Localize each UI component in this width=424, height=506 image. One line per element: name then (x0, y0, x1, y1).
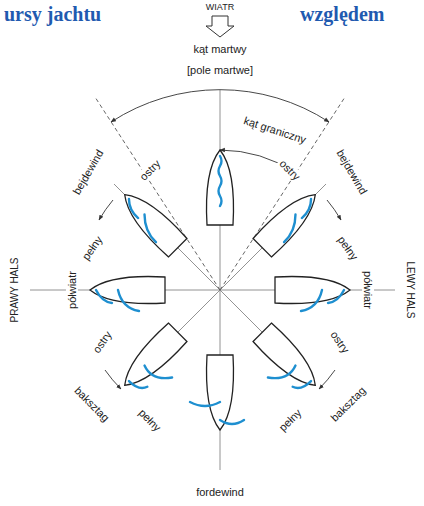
boat-beam-reach (90, 276, 165, 311)
dead-angle-arc (111, 90, 329, 122)
course-variant-label: pełny (135, 405, 165, 435)
course-variant-label: ostry (327, 327, 353, 357)
title-fragment: względem (298, 3, 386, 25)
tack-label: PRAWY HALS (9, 255, 20, 324)
wind-label: WIATR (204, 3, 236, 13)
course-label: baksztag (327, 383, 370, 426)
course-variant-label: pełny (275, 405, 305, 435)
boat-running (190, 355, 244, 430)
dead-zone-boundary (95, 97, 345, 290)
course-label: bejdewind (69, 146, 106, 198)
course-label: baksztag (71, 383, 114, 426)
zone-label: [pole martwe] (185, 64, 255, 76)
boat-broad-reach (115, 323, 197, 405)
boat-in-irons (206, 150, 233, 225)
course-variant-label: ostry (89, 327, 115, 357)
course-label: fordewind (194, 486, 246, 498)
course-label: półwiatr (66, 269, 78, 311)
boat-close-hauled (253, 185, 325, 257)
boats (90, 150, 350, 430)
title-fragment: ursy jachtu (2, 3, 103, 25)
course-label: półwiatr (362, 269, 374, 311)
course-variant-label: ostry (276, 156, 304, 184)
boat-beam-reach (275, 276, 350, 311)
angle-label: kąt martwy (191, 43, 248, 55)
course-variant-label: pełny (334, 232, 361, 264)
boat-close-hauled (115, 185, 187, 257)
angle-label: kąt graniczny (240, 114, 309, 147)
tack-label: LEWY HALS (405, 259, 416, 320)
course-label: bejdewind (333, 146, 370, 198)
wind-arrow (206, 16, 234, 37)
boat-broad-reach (242, 323, 324, 405)
course-spokes (30, 90, 395, 470)
course-variant-label: ostry (136, 156, 164, 184)
course-variant-label: pełny (78, 232, 105, 264)
